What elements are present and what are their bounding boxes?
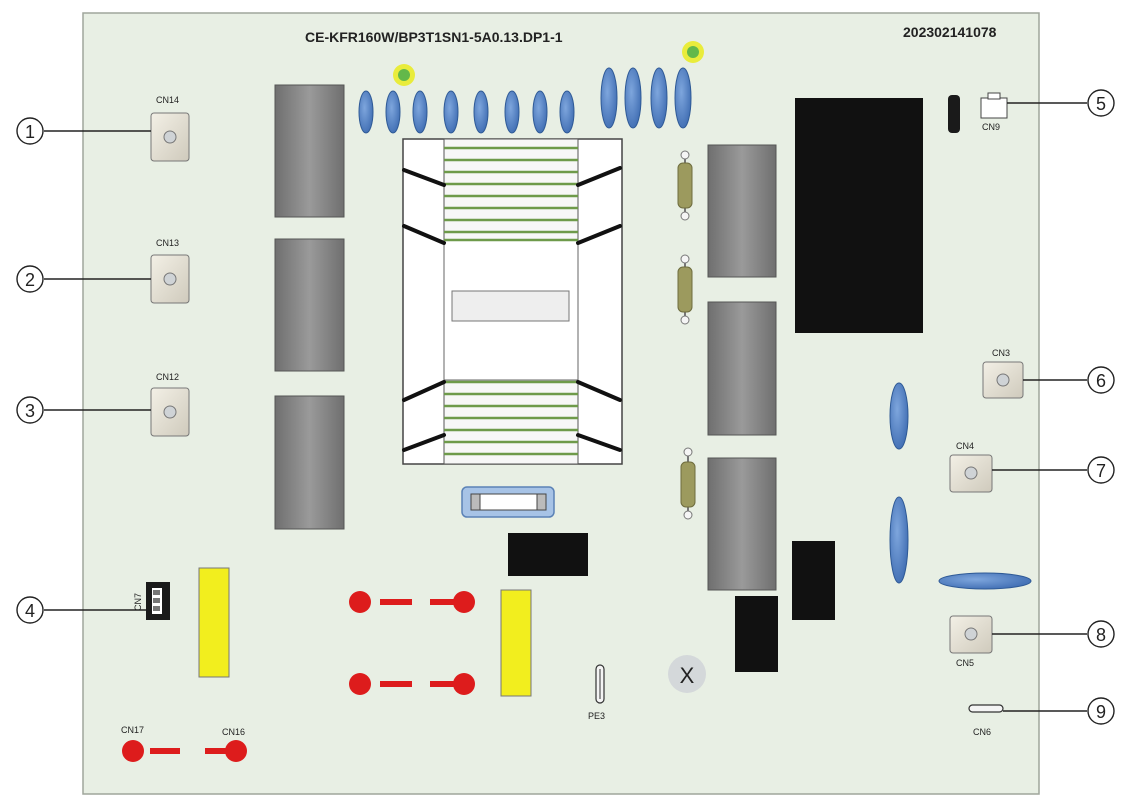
svg-text:2: 2	[25, 270, 35, 290]
cn17-label: CN17	[121, 725, 144, 735]
resistor	[677, 254, 693, 325]
connector-cn13	[150, 254, 190, 304]
connector-cn5	[949, 615, 993, 654]
led-indicator	[393, 64, 415, 86]
callout-8: 8	[1087, 620, 1115, 648]
svg-text:4: 4	[25, 601, 35, 621]
black-chip	[508, 533, 588, 576]
center-mark	[668, 655, 706, 693]
board-serial-label: 202302141078	[903, 24, 997, 40]
svg-text:8: 8	[1096, 625, 1106, 645]
cn16-label: CN16	[222, 727, 245, 737]
cn4-label: CN4	[956, 441, 974, 451]
cn14-label: CN14	[156, 95, 179, 105]
callout-1: 1	[16, 117, 44, 145]
callout-7: 7	[1087, 456, 1115, 484]
callout-4: 4	[16, 596, 44, 624]
red-jumper	[349, 591, 475, 613]
fuse	[461, 486, 555, 518]
pe3-terminal	[595, 664, 605, 704]
svg-text:9: 9	[1096, 702, 1106, 722]
callout-5: 5	[1087, 89, 1115, 117]
svg-text:3: 3	[25, 401, 35, 421]
connector-cn3	[982, 361, 1024, 399]
led-indicator	[682, 41, 704, 63]
connector-cn12	[150, 387, 190, 437]
pe3-label: PE3	[588, 711, 605, 721]
red-jumper-cn17-cn16	[122, 740, 247, 762]
relay-block	[707, 457, 777, 591]
svg-text:6: 6	[1096, 371, 1106, 391]
heatsink-module	[402, 138, 623, 465]
relay-block	[274, 395, 345, 530]
cn12-label: CN12	[156, 372, 179, 382]
yellow-component	[198, 567, 230, 678]
cn6-label: CN6	[973, 727, 991, 737]
main-processor-chip	[795, 98, 923, 333]
center-mark-label: X	[680, 663, 695, 688]
capacitor	[889, 496, 909, 584]
svg-text:5: 5	[1096, 94, 1106, 114]
callout-2: 2	[16, 265, 44, 293]
cn7-label: CN7	[133, 593, 143, 611]
cn13-label: CN13	[156, 238, 179, 248]
yellow-component	[500, 589, 532, 697]
relay-block	[274, 84, 345, 218]
connector-cn4	[949, 454, 993, 493]
connector-cn6	[968, 704, 1004, 713]
capacitor	[889, 382, 909, 450]
relay-block	[707, 301, 777, 436]
resistor	[677, 150, 693, 221]
black-chip	[735, 596, 778, 672]
black-chip	[792, 541, 835, 620]
callout-3: 3	[16, 396, 44, 424]
capacitor	[938, 572, 1032, 590]
svg-text:1: 1	[25, 122, 35, 142]
small-diode	[948, 95, 960, 133]
capacitor-row	[358, 90, 575, 134]
cn5-label: CN5	[956, 658, 974, 668]
connector-cn14	[150, 112, 190, 162]
callout-6: 6	[1087, 366, 1115, 394]
cn3-label: CN3	[992, 348, 1010, 358]
relay-block	[707, 144, 777, 278]
callout-9: 9	[1087, 697, 1115, 725]
callout-leaders	[44, 102, 1087, 712]
connector-cn7	[146, 582, 170, 620]
cn9-label: CN9	[982, 122, 1000, 132]
board-model-label: CE-KFR160W/BP3T1SN1-5A0.13.DP1-1	[305, 29, 563, 45]
svg-text:7: 7	[1096, 461, 1106, 481]
capacitor-row-large	[600, 67, 692, 129]
red-jumper	[349, 673, 475, 695]
relay-block	[274, 238, 345, 372]
connector-cn9	[980, 92, 1008, 119]
resistor	[680, 447, 696, 520]
